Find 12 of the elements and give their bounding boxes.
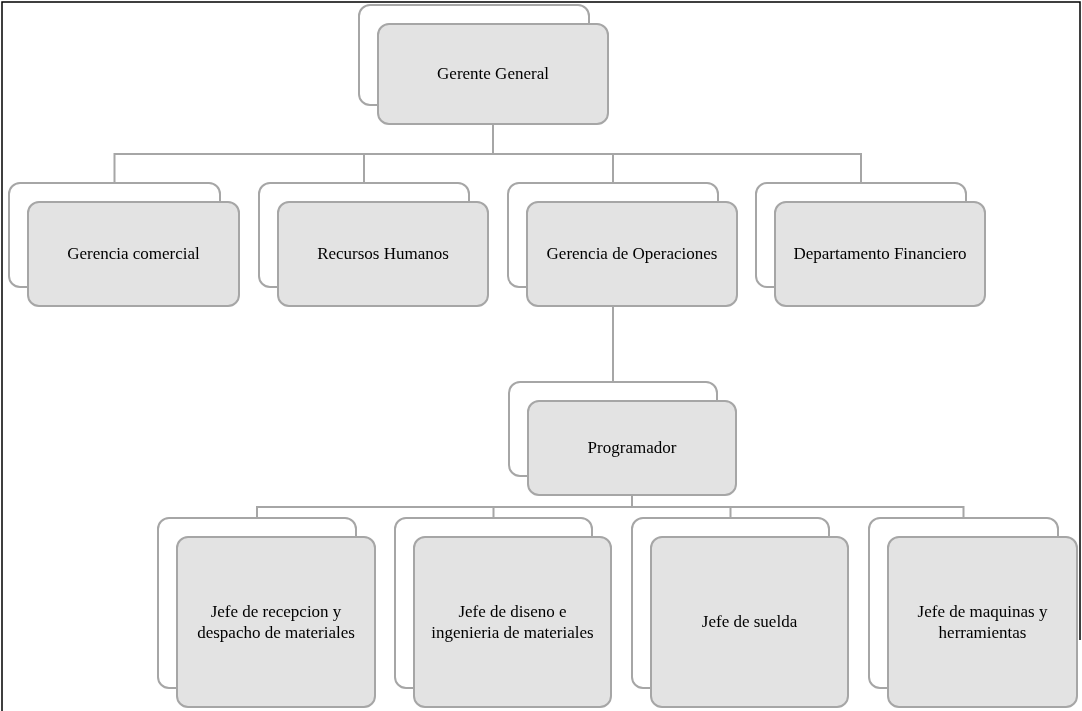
org-box: Departamento Financiero [774,201,986,307]
org-box: Gerente General [377,23,609,125]
org-box: Gerencia de Operaciones [526,201,738,307]
org-box: Jefe de maquinas y herramientas [887,536,1078,708]
org-box: Recursos Humanos [277,201,489,307]
org-box: Programador [527,400,737,496]
connector-line [612,306,614,382]
org-box: Jefe de suelda [650,536,849,708]
org-box: Jefe de recepcion y despacho de materiales [176,536,376,708]
connector-line [631,495,965,518]
org-box: Jefe de diseno e ingenieria de materiales [413,536,612,708]
org-box: Gerencia comercial [27,201,240,307]
